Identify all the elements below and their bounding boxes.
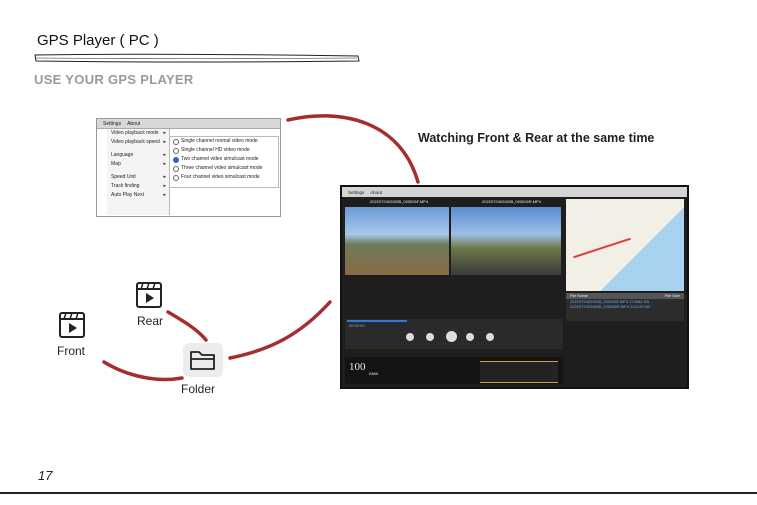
- title-underline: [34, 53, 360, 63]
- folder-label: Folder: [181, 382, 216, 396]
- rear-video-file-icon: [136, 282, 162, 308]
- file-name-header: File Name: [570, 293, 589, 298]
- file-list: File Name File Size 20220724020635_000026…: [566, 293, 684, 321]
- connector-folder-to-player: [228, 300, 332, 360]
- playback-mode-submenu: Single channel normal video mode Single …: [169, 136, 279, 188]
- folder-icon: [190, 351, 215, 370]
- connector-front-to-folder: [102, 360, 184, 382]
- radio-icon: [173, 148, 179, 154]
- rear-label: Rear: [137, 314, 164, 328]
- radio-selected-icon: [173, 157, 179, 163]
- menu-item-speed-unit[interactable]: Speed Unit▸: [111, 174, 166, 180]
- menu-bar: Settings About: [97, 119, 280, 129]
- fast-forward-icon[interactable]: [466, 333, 474, 341]
- menu-item-playback-mode[interactable]: Video playback mode▸: [111, 130, 166, 136]
- time-readout: 00:00:00: [349, 323, 365, 328]
- next-icon[interactable]: [486, 333, 494, 341]
- menu-item-playback-speed[interactable]: Video playback speed▸: [111, 139, 166, 145]
- telemetry-dashboard: 100 KM/h: [345, 357, 563, 384]
- figure-caption: Watching Front & Rear at the same time: [418, 131, 655, 145]
- rewind-icon[interactable]: [426, 333, 434, 341]
- menu-item-map[interactable]: Map▸: [111, 161, 166, 167]
- submenu-single-hd[interactable]: Single channel HD video mode: [170, 146, 278, 155]
- file-row[interactable]: 20220724020635_000026F.MP4 174582 KB: [570, 299, 649, 304]
- file-size-header: File Size: [664, 293, 680, 298]
- previous-icon[interactable]: [406, 333, 414, 341]
- footer-rule: [0, 492, 757, 494]
- rear-video-filename: 20220724020635_000026R.MP4: [482, 199, 541, 204]
- menu-item-language[interactable]: Language▸: [111, 152, 166, 158]
- page-number: 17: [38, 468, 53, 483]
- speed-readout: 100: [349, 361, 366, 373]
- radio-icon: [173, 175, 179, 181]
- menu-item-track-finding[interactable]: Track finding▸: [111, 183, 166, 189]
- rear-video-view[interactable]: [451, 207, 561, 275]
- speed-graph: [480, 361, 558, 383]
- page-title: GPS Player ( PC ): [37, 32, 159, 49]
- menu-settings[interactable]: Settings: [103, 120, 122, 127]
- submenu-two-channel[interactable]: Two channel video simulcast mode: [170, 155, 278, 164]
- settings-menu-screenshot: Settings About Video playback mode▸ Vide…: [96, 118, 281, 217]
- front-video-view[interactable]: [345, 207, 449, 275]
- submenu-three-channel[interactable]: Three channel video simulcast mode: [170, 164, 278, 173]
- map-view[interactable]: [566, 199, 684, 291]
- settings-dropdown: Video playback mode▸ Video playback spee…: [107, 129, 170, 215]
- speed-unit: KM/h: [369, 371, 379, 376]
- player-menu-about[interactable]: About: [370, 189, 383, 195]
- radio-icon: [173, 166, 179, 172]
- file-row[interactable]: 20220724020635_000026R.MP4 214122 KB: [570, 304, 650, 309]
- front-video-filename: 20220724020635_000026F.MP4: [370, 199, 429, 204]
- front-video-file-icon: [59, 312, 85, 338]
- submenu-four-channel[interactable]: Four channel video simulcast mode: [170, 173, 278, 182]
- submenu-single-normal[interactable]: Single channel normal video mode: [170, 137, 278, 146]
- connector-menu-to-player: [286, 114, 420, 184]
- menu-about[interactable]: About: [127, 120, 141, 127]
- connector-rear-to-folder: [166, 310, 208, 342]
- front-label: Front: [57, 344, 86, 358]
- player-menu-settings[interactable]: Settings: [348, 189, 365, 195]
- section-heading: USE YOUR GPS PLAYER: [34, 72, 194, 87]
- player-menu-bar: Settings About: [342, 187, 687, 197]
- radio-icon: [173, 139, 179, 145]
- menu-item-auto-play[interactable]: Auto Play Next▸: [111, 192, 166, 198]
- gps-player-screenshot: Settings About 20220724020635_000026F.MP…: [340, 185, 689, 389]
- folder-icon-tile: [183, 343, 223, 377]
- progress-bar[interactable]: [347, 320, 407, 322]
- pause-icon[interactable]: [446, 331, 457, 342]
